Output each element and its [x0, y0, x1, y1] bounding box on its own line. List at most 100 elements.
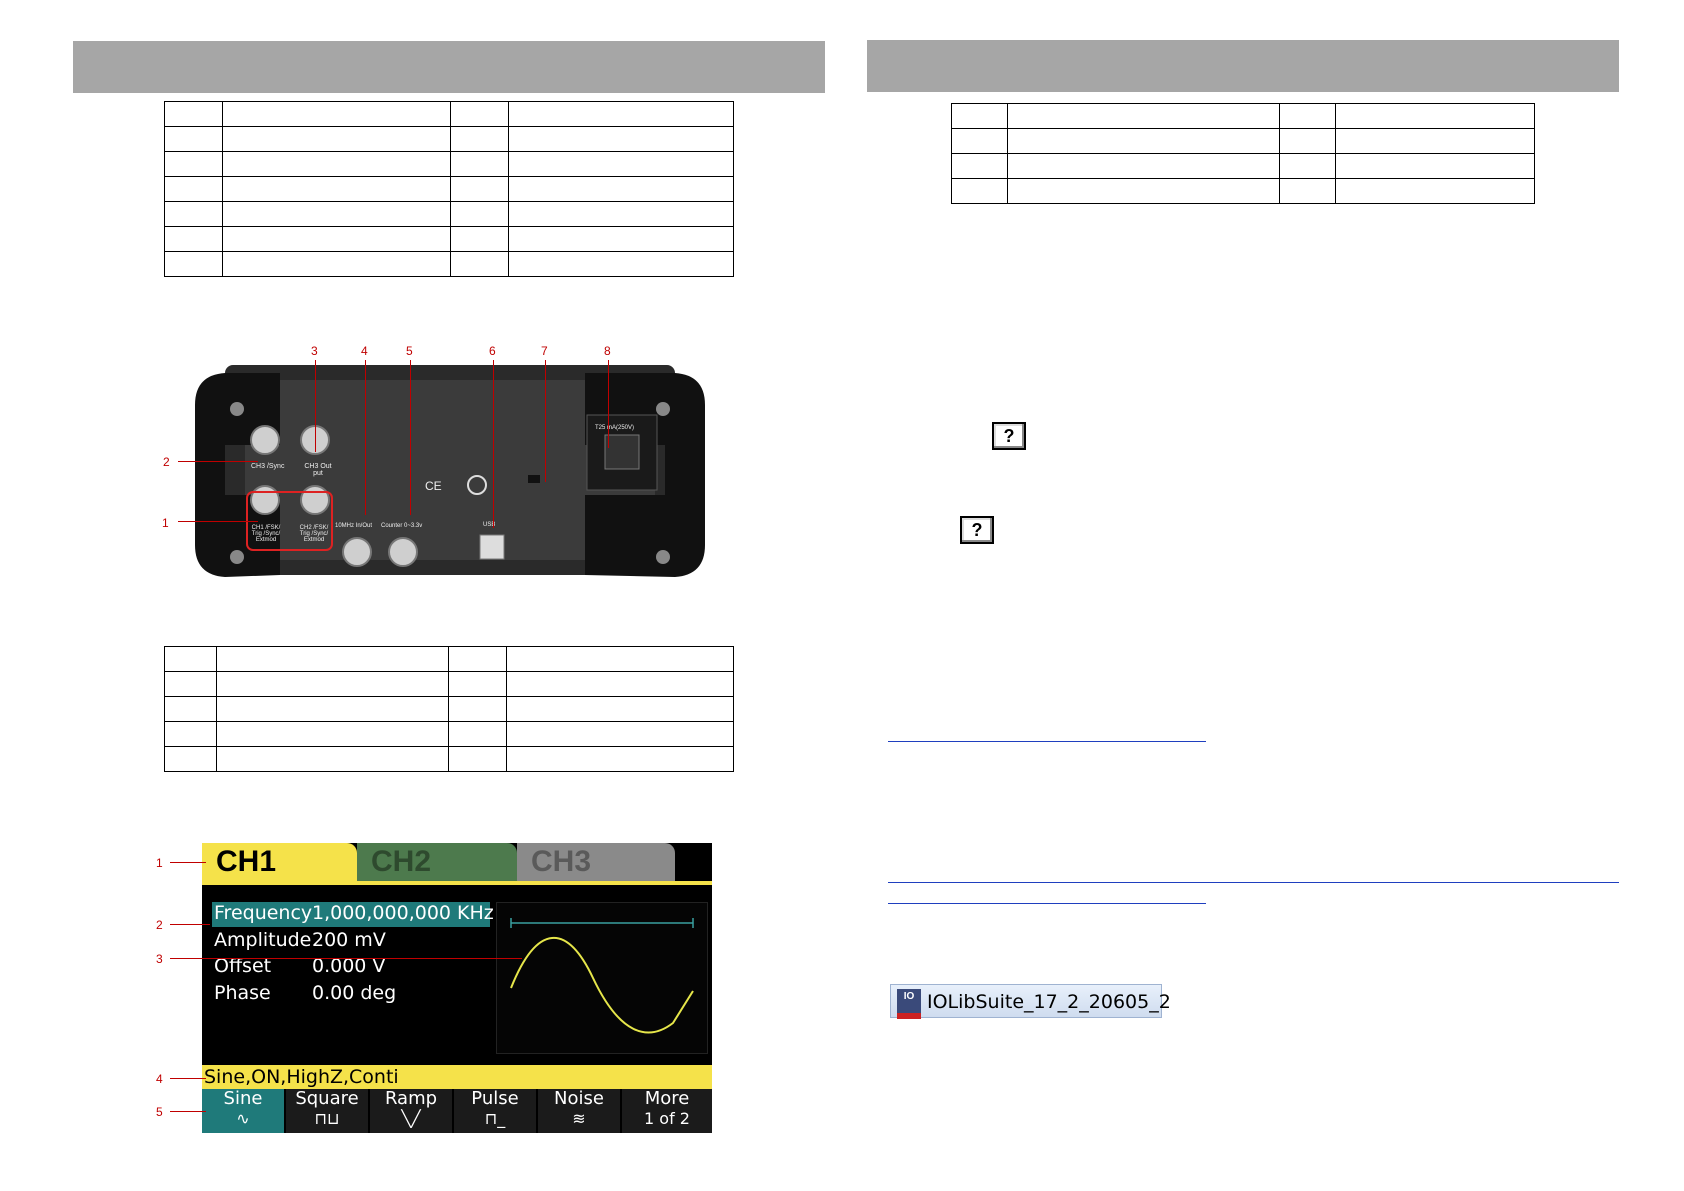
softkey-pulse-label: Pulse — [471, 1088, 519, 1109]
rear-callout-7: 7 — [541, 344, 548, 358]
callout-line — [545, 360, 546, 482]
callout-line — [178, 521, 258, 522]
right-page-header-bar — [867, 40, 1619, 92]
callout-line — [170, 1111, 206, 1112]
right-top-table — [951, 103, 1535, 204]
param-amplitude-label[interactable]: Amplitude — [214, 929, 312, 951]
screen-callout-4: 4 — [156, 1072, 163, 1086]
param-offset-value[interactable]: 0.000 V — [312, 955, 386, 977]
softkey-sine-label: Sine — [223, 1088, 263, 1109]
frequency-highlight — [212, 902, 490, 927]
rear-callout-4: 4 — [361, 344, 368, 358]
left-top-table — [164, 101, 734, 277]
sine-curve — [510, 936, 694, 1034]
table-row — [164, 251, 734, 277]
help-key-2: ? — [960, 516, 994, 544]
ch2-label: CH2 /FSK/ Trig /Sync/ Extmod — [299, 525, 329, 543]
rear-callout-1: 1 — [162, 516, 169, 530]
table-row — [164, 176, 734, 202]
waveform-preview — [496, 902, 708, 1054]
svg-text:CE: CE — [425, 479, 442, 493]
status-text: Sine,ON,HighZ,Conti — [204, 1066, 399, 1088]
rear-callout-8: 8 — [604, 344, 611, 358]
softkey-more-label: More — [644, 1088, 690, 1109]
callout-line — [410, 360, 411, 515]
param-frequency-label[interactable]: Frequency — [214, 902, 313, 924]
sine-wave-graphic — [510, 918, 694, 1034]
hyperlink-underline[interactable] — [888, 903, 1206, 904]
rear-panel-illustration: CE — [195, 365, 705, 577]
callout-line — [365, 360, 366, 515]
softkey-ramp-label: Ramp — [384, 1088, 438, 1109]
callout-line — [178, 461, 258, 462]
usb-label: USB — [483, 522, 496, 528]
callout-line — [608, 360, 609, 448]
callout-line — [170, 958, 522, 959]
screen-callout-3: 3 — [156, 952, 163, 966]
table-row — [164, 696, 734, 722]
hyperlink-underline[interactable] — [888, 741, 1206, 742]
softkey-ramp[interactable]: Ramp ╲╱ — [370, 1089, 454, 1133]
instrument-screen: CH1 CH2 CH3 Frequency 1,000,000,000 KHz … — [202, 843, 712, 1133]
rear-callout-5: 5 — [406, 344, 413, 358]
table-row — [951, 128, 1535, 154]
ch3-sync-label: CH3 /Sync — [251, 463, 285, 470]
table-row — [164, 746, 734, 772]
table-row — [951, 103, 1535, 129]
rear-callout-2: 2 — [163, 455, 170, 469]
fuse-label: T25 mA(250V) — [595, 425, 635, 431]
tab-ch2[interactable]: CH2 — [357, 843, 517, 881]
softkey-noise[interactable]: Noise ≋ — [538, 1089, 622, 1133]
rear-callout-3: 3 — [311, 344, 318, 358]
sine-wave-icon: ∿ — [236, 1109, 250, 1128]
callout-line — [170, 862, 206, 863]
counter-label: Counter 0~3.3v — [381, 523, 423, 529]
tab-ch3[interactable]: CH3 — [517, 843, 675, 881]
iolib-app-icon: IO — [897, 989, 921, 1019]
left-page-header-bar — [73, 41, 825, 93]
callout-line — [170, 1078, 206, 1079]
softkey-square-label: Square — [295, 1088, 359, 1109]
param-phase-label[interactable]: Phase — [214, 982, 271, 1004]
table-row — [164, 646, 734, 672]
table-row — [164, 671, 734, 697]
help-key-1: ? — [992, 422, 1026, 450]
pulse-wave-icon: ⊓_ — [484, 1109, 506, 1128]
softkey-pulse[interactable]: Pulse ⊓_ — [454, 1089, 538, 1133]
screen-callout-5: 5 — [156, 1105, 163, 1119]
param-phase-value[interactable]: 0.00 deg — [312, 982, 397, 1004]
param-offset-label[interactable]: Offset — [214, 955, 272, 977]
table-row — [164, 201, 734, 227]
table-row — [951, 178, 1535, 204]
ch3-output-label: CH3 Out put — [304, 463, 332, 477]
screen-callout-2: 2 — [156, 918, 163, 932]
callout-line — [493, 360, 494, 528]
softkey-more[interactable]: More 1 of 2 — [622, 1089, 712, 1133]
tab-underline — [202, 881, 712, 885]
iolib-file-name: IOLibSuite_17_2_20605_2 — [927, 991, 1171, 1013]
table-row — [164, 126, 734, 152]
iolibsuite-file-entry[interactable]: IO IOLibSuite_17_2_20605_2 — [890, 984, 1171, 1019]
screen-callout-1: 1 — [156, 856, 163, 870]
ten-mhz-label: 10MHz In/Out — [335, 523, 373, 529]
ch1-label: CH1 /FSK/ Trig /Sync/ Extmod — [251, 525, 281, 543]
ramp-wave-icon: ╲╱ — [401, 1109, 421, 1128]
tab-ch1[interactable]: CH1 — [202, 843, 357, 881]
table-row — [164, 721, 734, 747]
param-frequency-value[interactable]: 1,000,000,000 KHz — [312, 902, 494, 924]
softkey-noise-label: Noise — [554, 1088, 604, 1109]
table-row — [164, 101, 734, 127]
hyperlink-underline[interactable] — [888, 882, 1619, 883]
softkey-sine[interactable]: Sine ∿ — [202, 1089, 286, 1133]
softkey-more-page: 1 of 2 — [644, 1109, 690, 1128]
param-amplitude-value[interactable]: 200 mV — [312, 929, 386, 951]
callout-line — [170, 924, 210, 925]
square-wave-icon: ⊓⊔ — [314, 1109, 340, 1128]
rear-panel-photo: CE CH3 /Sync CH3 Out put CH1 /FSK/ Trig … — [185, 345, 715, 615]
noise-wave-icon: ≋ — [572, 1109, 586, 1128]
table-row — [164, 226, 734, 252]
left-bottom-table — [164, 646, 734, 772]
status-bar: Sine,ON,HighZ,Conti — [202, 1065, 712, 1089]
callout-line — [315, 360, 316, 452]
softkey-square[interactable]: Square ⊓⊔ — [286, 1089, 370, 1133]
